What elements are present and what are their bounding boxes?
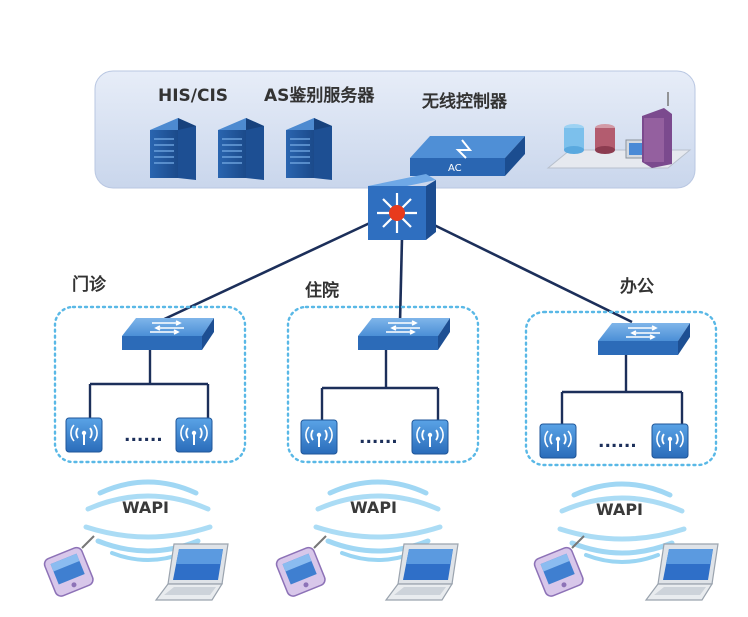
as-server-icon-2 — [286, 118, 332, 180]
zone-outpatient: ...... — [53, 305, 247, 464]
as-server-icon-1 — [218, 118, 264, 180]
pda-icon — [273, 535, 328, 599]
ap-ellipsis: ...... — [124, 426, 163, 446]
his-cis-label: HIS/CIS — [158, 86, 228, 106]
uplinks — [157, 220, 633, 324]
zone-office: ...... — [524, 310, 718, 467]
zone-label-office: 办公 — [620, 276, 654, 297]
wireless-controller-label: 无线控制器 — [421, 91, 508, 112]
storage-workstation-icon — [546, 92, 692, 169]
access-point-icon — [539, 423, 577, 459]
access-point-icon — [65, 417, 103, 453]
ap-ellipsis: ...... — [359, 428, 398, 448]
zone-label-inpatient: 住院 — [305, 280, 339, 301]
laptop-icon — [645, 543, 719, 601]
laptop-icon — [155, 543, 229, 601]
wapi-label-inpatient: WAPI — [350, 498, 397, 517]
switch-icon — [121, 317, 215, 351]
wireless-controller-icon: AC — [410, 136, 525, 176]
as-server-label: AS鉴别服务器 — [264, 85, 375, 106]
access-point-icon — [651, 423, 689, 459]
wapi-label-office: WAPI — [596, 500, 643, 519]
core-switch-icon — [368, 174, 436, 240]
pda-icon — [41, 535, 96, 599]
zone-inpatient: ...... — [286, 305, 480, 464]
his-server-icon — [150, 118, 196, 180]
access-point-icon — [175, 417, 213, 453]
switch-icon — [357, 317, 451, 351]
ac-device-text: AC — [448, 163, 462, 174]
switch-icon — [597, 322, 691, 356]
laptop-icon — [385, 543, 459, 601]
access-point-icon — [411, 419, 449, 455]
wapi-label-outpatient: WAPI — [122, 498, 169, 517]
ap-ellipsis: ...... — [598, 432, 637, 452]
access-point-icon — [300, 419, 338, 455]
zone-label-outpatient: 门诊 — [72, 274, 107, 295]
